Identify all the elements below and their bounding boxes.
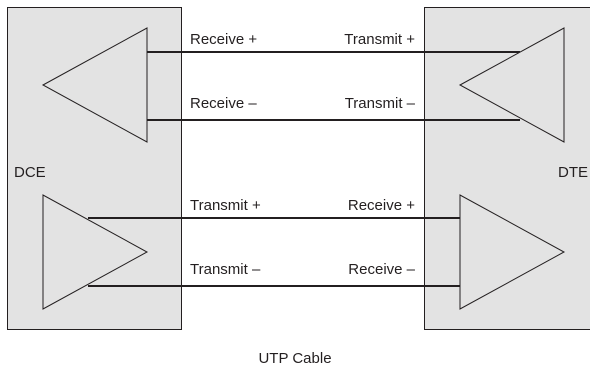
dte-transmitter-triangle <box>458 27 565 143</box>
label-receive-neg-left: Receive – <box>190 95 257 112</box>
label-receive-neg-right: Receive – <box>348 261 415 278</box>
dce-receiver-triangle <box>41 27 148 143</box>
dce-label: DCE <box>14 164 46 181</box>
label-transmit-neg-right: Transmit – <box>345 95 416 112</box>
label-transmit-neg-left: Transmit – <box>190 261 261 278</box>
label-transmit-pos-left: Transmit + <box>190 197 261 214</box>
dte-label: DTE <box>558 164 588 181</box>
dte-receiver-triangle <box>459 194 566 310</box>
dce-transmitter-triangle <box>42 194 149 310</box>
caption: UTP Cable <box>258 350 331 367</box>
label-receive-pos-left: Receive + <box>190 31 257 48</box>
label-transmit-pos-right: Transmit + <box>344 31 415 48</box>
label-receive-pos-right: Receive + <box>348 197 415 214</box>
